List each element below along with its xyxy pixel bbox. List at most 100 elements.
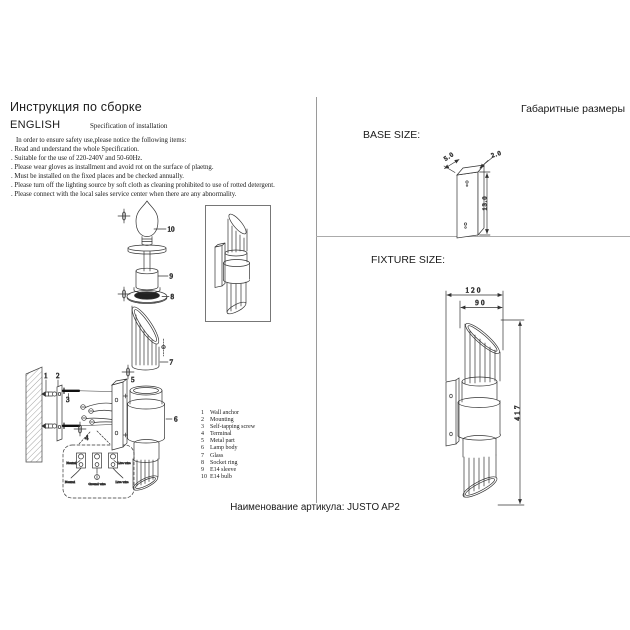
part-name: E14 bulb: [210, 473, 232, 480]
safety-bullet-list: . Read and understand the whole Specific…: [11, 145, 311, 199]
ground-symbol: [94, 474, 100, 480]
part-number: 3: [201, 424, 204, 431]
assembled-lamp-thumbnail: [205, 205, 271, 322]
parts-list-item: 3 Self-tapping screw: [201, 424, 255, 431]
fixture-upper-glass: [464, 323, 501, 385]
parts-list-item: 8 Socket ring: [201, 460, 255, 467]
callout-5: 5: [131, 376, 135, 384]
fixture-size-drawing: 120 90 417: [445, 286, 525, 506]
lower-glass-tube: [132, 458, 159, 491]
parts-list-item: 4 Terminal: [201, 431, 255, 438]
self-tapping-screws: [61, 387, 81, 430]
fixture-bracket: [445, 377, 460, 447]
part-name: Mounting: [210, 417, 234, 424]
fixture-height-value: 417: [514, 403, 522, 420]
e14-sleeve: [127, 244, 167, 294]
base-dim-width: 5.0: [442, 150, 460, 173]
fixture-dim-height: 417: [497, 319, 525, 506]
wall-section: [25, 366, 43, 463]
callout-6: 6: [174, 416, 178, 424]
wiring-label-live: Live wire: [115, 480, 129, 484]
base-dim-height: 13.0: [479, 171, 491, 236]
callout-7: 7: [170, 359, 174, 367]
part-number: 4: [201, 431, 204, 438]
part-name: E14 sleeve: [210, 466, 237, 473]
safety-bullet: . Suitable for the use of 220-240V and 5…: [11, 155, 143, 162]
part-name: Lamp body: [210, 445, 238, 452]
wiring-label-neutral: Neutral: [65, 480, 75, 484]
part-number: 5: [201, 438, 204, 445]
alignment-cross-bulb: [117, 208, 131, 224]
glass-fix-screw: [161, 338, 166, 357]
e14-bulb: [135, 200, 159, 246]
language-label: ENGLISH: [10, 119, 61, 131]
fixture-lower-glass: [462, 454, 498, 498]
safety-intro: In order to ensure safety use,please not…: [16, 137, 187, 144]
callout-4: 4: [85, 434, 89, 442]
safety-bullet: . Read and understand the whole Specific…: [11, 146, 139, 153]
part-number: 8: [201, 459, 204, 466]
lamp-bracket: [110, 378, 128, 451]
base-size-label: BASE SIZE:: [363, 129, 421, 141]
callout-1: 1: [44, 372, 48, 380]
safety-bullet: . Must be installed on the fixed places …: [11, 173, 185, 180]
part-name: Glass: [210, 452, 224, 459]
fixture-overall-width-value: 120: [465, 287, 482, 295]
part-number: 9: [201, 466, 204, 473]
part-name: Terminal: [210, 431, 232, 438]
terminal-wires: [80, 402, 113, 425]
fixture-dim-overall-width: 120: [445, 286, 504, 382]
article-name: Наименование артикула: JUSTO AP2: [230, 502, 400, 513]
mounting-plate: [56, 384, 63, 442]
base-prism: [456, 164, 485, 239]
base-size-drawing: 5.0 2.0 13.0: [442, 149, 503, 239]
fixture-size-label: FIXTURE SIZE:: [371, 254, 446, 266]
base-depth-value: 2.0: [490, 150, 503, 160]
callout-2: 2: [56, 372, 60, 380]
parts-list-item: 5 Metal part: [201, 438, 255, 445]
fixture-dim-glass-width: 90: [459, 299, 503, 329]
callout-3: 3: [66, 396, 70, 404]
parts-list-item: 6 Lamp body: [201, 445, 255, 452]
safety-bullet: . Please wear gloves as installment and …: [11, 164, 214, 171]
part-name: Self-tapping screw: [210, 424, 256, 431]
wiring-label-live-arrow: Live wire: [118, 461, 132, 465]
part-number: 7: [201, 452, 204, 459]
part-name: Socket ring: [210, 459, 238, 466]
base-dim-depth: 2.0: [479, 149, 503, 169]
safety-bullet: . Please connect with the local sales se…: [11, 191, 237, 198]
part-number: 1: [201, 410, 204, 416]
part-name: Metal part: [210, 438, 235, 445]
dimensions-title: Габаритные размеры: [521, 103, 625, 115]
parts-list-item: 7 Glass: [201, 453, 255, 460]
part-number: 10: [201, 473, 207, 480]
page-title: Инструкция по сборке: [10, 100, 142, 114]
assembly-diagram: 1 2 3: [25, 200, 271, 499]
wall-anchor-top: [41, 391, 57, 397]
socket-ring: [126, 290, 168, 304]
safety-bullet: . Please turn off the lighting source by…: [11, 182, 275, 189]
callout-9: 9: [170, 273, 174, 281]
base-height-value: 13.0: [482, 195, 489, 210]
fixture-glass-width-value: 90: [475, 299, 486, 307]
upper-glass-tube: [131, 305, 160, 371]
wall-anchor-bottom: [41, 423, 57, 429]
horizontal-divider: [316, 236, 630, 237]
callout-8: 8: [171, 293, 175, 301]
spec-heading: Specification of installation: [90, 122, 168, 130]
fixture-body: [457, 376, 501, 458]
callout-10: 10: [168, 226, 176, 234]
parts-list-item: 9 E14 sleeve: [201, 467, 255, 474]
wiring-label-ground: Ground wire: [88, 482, 106, 486]
lamp-body: [127, 385, 165, 460]
part-name: Wall anchor: [210, 410, 240, 416]
part-number: 6: [201, 445, 204, 452]
wiring-detail-box: Neutral Live wire Neutral Ground wire Li…: [62, 444, 135, 499]
parts-list-item: 1 Wall anchor: [201, 410, 255, 417]
base-width-value: 5.0: [443, 151, 456, 163]
terminal-block: [76, 452, 118, 469]
